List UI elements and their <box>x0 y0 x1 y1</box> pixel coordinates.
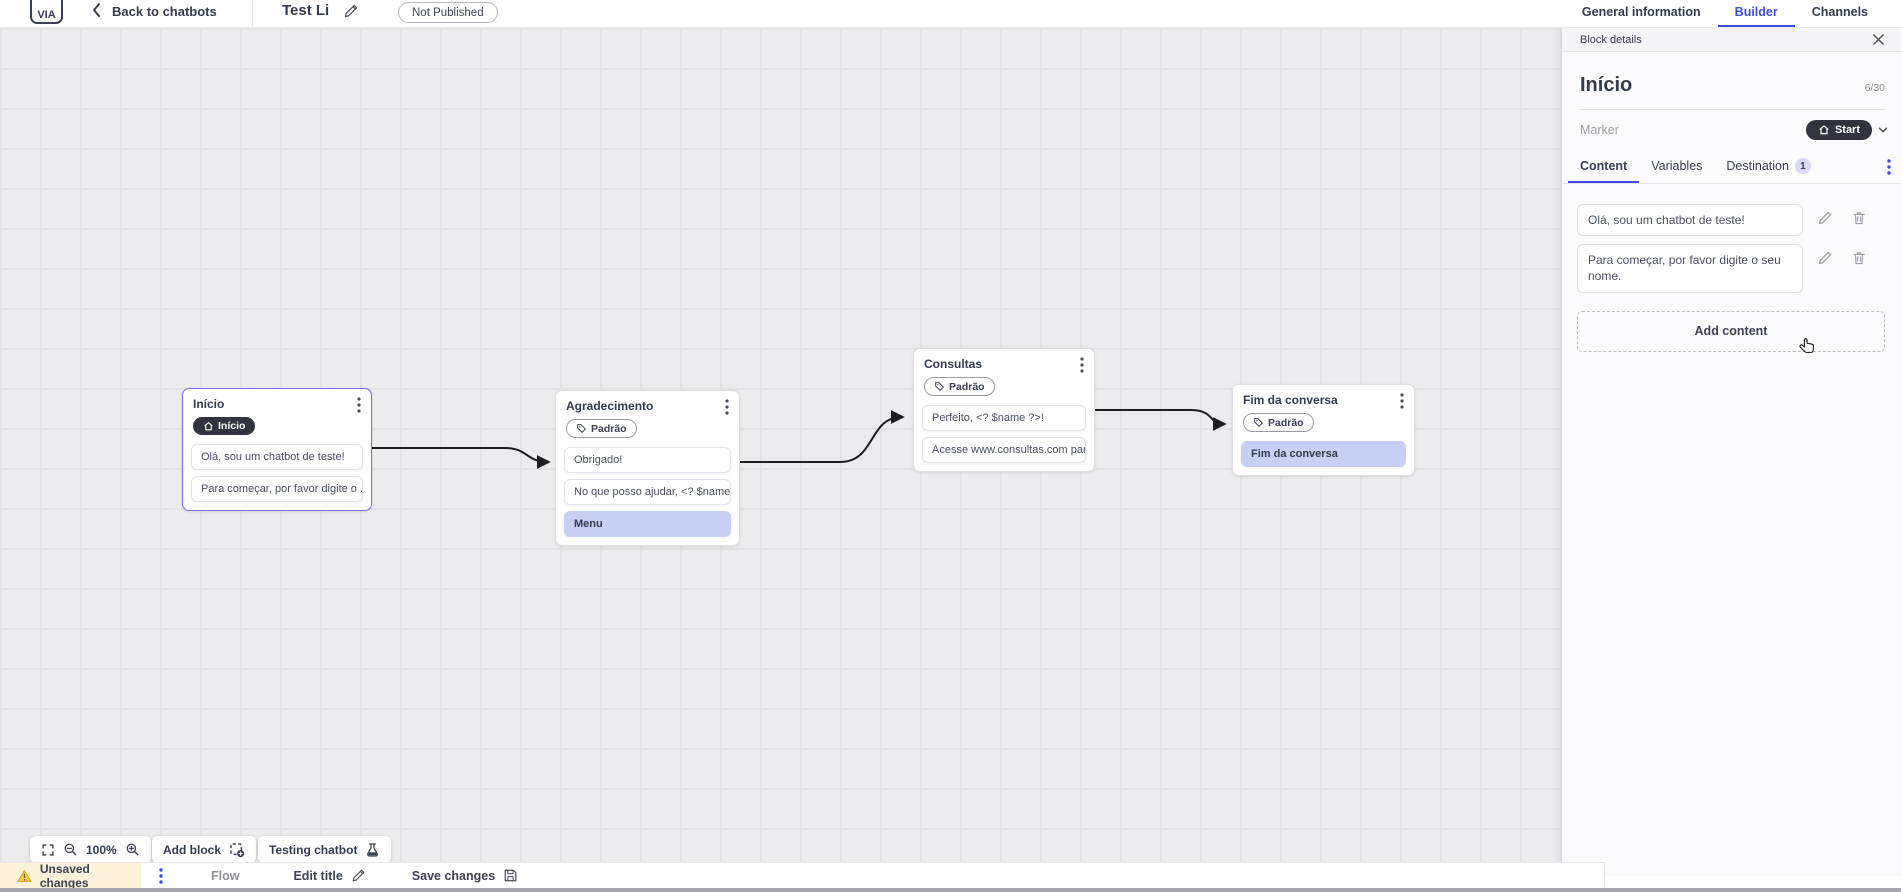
flask-icon <box>365 842 380 858</box>
block-details-panel: Block details Início 6/30 Marker Start <box>1562 28 1901 892</box>
content-row: Olá, sou um chatbot de teste! <box>1577 204 1885 237</box>
home-icon <box>204 421 213 430</box>
block-name-heading: Início <box>1580 74 1633 96</box>
tab-builder[interactable]: Builder <box>1717 0 1795 27</box>
block-title: Consultas <box>924 357 983 371</box>
topbar-divider <box>252 0 253 28</box>
bottom-bar: Unsaved changes Flow Edit title Save cha… <box>0 862 1605 892</box>
tab-general-information[interactable]: General information <box>1581 5 1701 19</box>
zoom-in-icon[interactable] <box>125 842 140 857</box>
block-title: Fim da conversa <box>1243 393 1338 407</box>
flow-block-agradecimento[interactable]: Agradecimento Padrão Obrigado! No que po… <box>555 390 740 546</box>
trash-icon[interactable] <box>1851 250 1867 266</box>
padrao-tag-badge: Padrão <box>566 419 637 438</box>
block-title: Agradecimento <box>566 399 654 413</box>
flow-canvas[interactable]: Início Início Olá, sou um chatbot de tes… <box>0 28 1562 862</box>
connector-inicio-agradecimento <box>372 447 551 469</box>
flow-connectors <box>372 409 1227 469</box>
edit-title-pencil-icon[interactable] <box>343 3 359 19</box>
zoom-out-icon[interactable] <box>63 842 78 857</box>
block-content-item[interactable]: Acesse www.consultas.com par... <box>922 437 1086 463</box>
tab-content[interactable]: Content <box>1568 151 1640 183</box>
content-row: Para começar, por favor digite o seu nom… <box>1577 244 1885 293</box>
save-changes-button[interactable]: Save changes <box>404 868 526 883</box>
tab-channels[interactable]: Channels <box>1811 5 1868 19</box>
panel-divider <box>1580 109 1885 110</box>
edit-pencil-icon[interactable] <box>1817 250 1833 266</box>
block-title: Início <box>193 397 225 411</box>
flow-block-fim-da-conversa[interactable]: Fim da conversa Padrão Fim da conversa <box>1232 384 1415 476</box>
builder-nav-tabs: General information Builder Channels <box>1565 0 1885 27</box>
zoom-controls: 100% <box>30 836 151 862</box>
status-badge: Not Published <box>398 2 498 23</box>
add-block-icon <box>229 842 245 858</box>
block-content-item[interactable]: Olá, sou um chatbot de teste! <box>191 444 363 470</box>
add-block-button[interactable]: Add block <box>152 836 257 862</box>
top-bar: VIA Back to chatbots Test Li Not Publish… <box>0 0 1901 28</box>
chevron-down-icon[interactable] <box>1877 124 1889 136</box>
window-bottom-edge <box>0 888 1901 892</box>
block-content-item[interactable]: Para começar, por favor digite o ... <box>191 476 363 502</box>
block-menu-icon[interactable] <box>725 399 729 415</box>
edit-pencil-icon[interactable] <box>1817 210 1833 226</box>
app-logo-icon[interactable]: VIA <box>30 0 63 24</box>
marker-start-pill[interactable]: Start <box>1805 120 1872 140</box>
tag-icon <box>577 424 586 433</box>
padrao-tag-badge: Padrão <box>924 377 995 396</box>
panel-title: Block details <box>1580 33 1642 46</box>
tab-flow[interactable]: Flow <box>187 863 264 892</box>
tag-icon <box>1254 418 1263 427</box>
block-menu-icon[interactable] <box>357 397 361 413</box>
panel-footer <box>1605 876 1901 888</box>
zoom-level: 100% <box>86 842 117 857</box>
padrao-tag-badge: Padrão <box>1243 413 1314 432</box>
home-icon <box>1819 125 1829 135</box>
tab-destination[interactable]: Destination 1 <box>1714 150 1823 184</box>
testing-chatbot-button[interactable]: Testing chatbot <box>258 836 392 862</box>
warning-icon <box>17 869 32 882</box>
marker-label: Marker <box>1580 123 1619 137</box>
back-chevron-icon[interactable] <box>90 1 104 19</box>
save-icon <box>504 869 517 882</box>
trash-icon[interactable] <box>1851 210 1867 226</box>
chatbot-title: Test Li <box>282 2 330 19</box>
block-content-item[interactable]: No que posso ajudar, <? $name ... <box>564 479 731 505</box>
connector-agradecimento-consultas <box>740 410 905 463</box>
hand-cursor-icon <box>1797 336 1818 358</box>
tab-variables[interactable]: Variables <box>1651 159 1703 173</box>
content-text-box[interactable]: Para começar, por favor digite o seu nom… <box>1577 244 1803 293</box>
panel-tabs: Content Variables Destination 1 <box>1562 150 1901 184</box>
flow-block-consultas[interactable]: Consultas Padrão Perfeito, <? $name ?>! … <box>913 348 1095 472</box>
edit-pencil-icon <box>352 869 365 882</box>
block-content-item-highlighted[interactable]: Menu <box>564 511 731 537</box>
edit-title-button[interactable]: Edit title <box>285 868 373 883</box>
add-content-button[interactable]: Add content <box>1577 310 1885 352</box>
char-count: 6/30 <box>1864 82 1885 94</box>
start-marker-badge: Início <box>193 417 256 435</box>
content-text-box[interactable]: Olá, sou um chatbot de teste! <box>1577 204 1803 237</box>
flow-block-inicio[interactable]: Início Início Olá, sou um chatbot de tes… <box>182 388 372 511</box>
block-content-item[interactable]: Obrigado! <box>564 447 731 473</box>
content-list: Olá, sou um chatbot de teste! Para começ… <box>1562 184 1901 293</box>
flow-menu-icon[interactable] <box>159 867 163 884</box>
close-icon[interactable] <box>1872 33 1885 46</box>
tag-icon <box>935 382 944 391</box>
block-menu-icon[interactable] <box>1080 357 1084 373</box>
unsaved-changes-indicator: Unsaved changes <box>0 862 141 890</box>
panel-menu-icon[interactable] <box>1887 158 1891 175</box>
back-to-chatbots-link[interactable]: Back to chatbots <box>112 4 217 19</box>
block-content-item[interactable]: Perfeito, <? $name ?>! <box>922 405 1086 431</box>
destination-count-badge: 1 <box>1794 158 1811 174</box>
block-menu-icon[interactable] <box>1400 393 1404 409</box>
block-content-item-highlighted[interactable]: Fim da conversa <box>1241 441 1406 467</box>
connector-consultas-fim <box>1095 409 1227 431</box>
fit-screen-icon[interactable] <box>41 843 55 857</box>
